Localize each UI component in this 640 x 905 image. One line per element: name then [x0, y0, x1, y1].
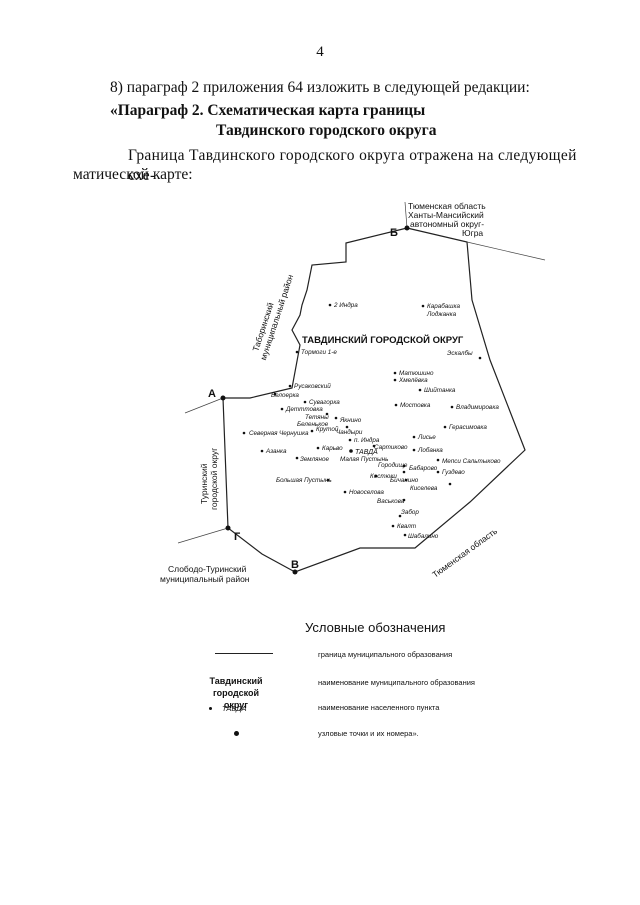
neighbor-line-north — [404, 201, 408, 229]
settlement-label: Лисье — [417, 434, 436, 441]
settlement-label: Мостовка — [400, 402, 431, 409]
neighbor-tyumen: Тюменская область — [430, 526, 499, 580]
neighbor-line-southwest — [177, 527, 229, 544]
settlement-label: Лоджанка — [426, 310, 457, 318]
section-heading-line2: Тавдинского городского округа — [216, 122, 437, 139]
district-name-label: ТАВДИНСКИЙ ГОРОДСКОЙ ОКРУГ — [302, 334, 464, 346]
legend-town-desc: наименование населенного пункта — [318, 703, 440, 712]
node-point-b — [404, 225, 410, 231]
neighbor-sloboda-line1: Слободо-Туринский — [168, 564, 247, 574]
settlement-label: Лобанка — [417, 446, 443, 454]
settlement-label: Новоселова — [349, 489, 384, 496]
neighbor-sloboda-line2: муниципальный район — [160, 574, 250, 584]
legend-settlement-dot — [209, 707, 212, 710]
settlement-label: Гуздево — [442, 468, 465, 476]
settlement-label: Азанка — [265, 448, 287, 455]
settlement-label: Матюшино — [399, 370, 434, 377]
corner-label-a: А — [208, 388, 216, 400]
settlement-label: Киселева — [410, 485, 438, 492]
settlement-label: п. Индра — [354, 436, 380, 444]
page-number: 4 — [316, 44, 324, 60]
settlement-label: Герасимовка — [449, 424, 487, 431]
settlement-label: Тормоги 1-е — [301, 349, 337, 356]
settlement-label: Владимировка — [456, 403, 499, 411]
settlement-label: Забор — [401, 508, 419, 516]
legend-name-desc: наименование муниципального образования — [318, 678, 475, 687]
corner-label-g: Г — [234, 531, 241, 543]
district-boundary — [222, 227, 526, 573]
settlement-label: Детттовка — [285, 406, 323, 413]
settlement-label: Шабалино — [408, 532, 439, 540]
settlement-label: Чандыри — [336, 428, 363, 436]
neighbor-turinsk-line2: городской округ — [209, 448, 219, 510]
settlement-label: Бичанино — [390, 477, 419, 484]
node-point-g — [225, 525, 231, 531]
settlement-label: 2 Индра — [333, 301, 358, 309]
settlement-label: Земляное — [300, 456, 329, 463]
legend-boundary-sample — [215, 653, 273, 654]
settlement-label: Крутой — [316, 425, 339, 433]
settlement-label: Чернушка — [279, 430, 309, 437]
settlement-label: Шийтанка — [424, 386, 456, 394]
corner-label-b: Б — [390, 227, 398, 239]
schematic-map: Б А Г В Тюменская область Ханты-Мансийск… — [160, 201, 546, 584]
settlement-label: Карьво — [322, 445, 343, 452]
legend-node-dot — [234, 731, 239, 736]
settlement-label: Мепси Сальтыково — [442, 458, 501, 465]
settlement-label: Городище — [378, 461, 408, 469]
settlement-label: Малая Пустынь — [340, 456, 388, 463]
neighbor-line-east — [466, 241, 546, 261]
settlement-label: Васькова — [377, 498, 405, 505]
neighbor-line-west — [184, 397, 224, 414]
settlement-label: Большая Пустынь — [276, 477, 332, 484]
amendment-item-8: 8) параграф 2 приложения 64 изложить в с… — [110, 79, 530, 96]
settlement-label: Русаковский — [294, 382, 331, 390]
settlement-label: Сувагорка — [309, 399, 340, 406]
legend-town-sample: ТАВДА — [222, 704, 247, 713]
node-point-v — [292, 569, 298, 575]
legend-node-desc: узловые точки и их номера». — [318, 729, 419, 738]
settlement-label: Тетяны — [305, 414, 329, 421]
section-heading-line1: «Параграф 2. Схематическая карта границы — [110, 102, 426, 119]
settlement-label: Хмелёвка — [398, 377, 428, 384]
settlement-label: Сартиково — [374, 444, 408, 451]
settlement-label-tavda: ТАВДА — [355, 449, 378, 456]
neighbor-khmao-line1: Тюменская область — [408, 201, 486, 211]
settlement-list: 2 Индра Карабашка Лоджанка Тормоги 1-е Э… — [242, 301, 501, 540]
settlement-label: Эскалбы — [447, 349, 473, 357]
settlement-label: Белоерка — [271, 392, 299, 399]
neighbor-khmao-line3: автономный округ- — [410, 219, 484, 229]
settlement-label: Беленькое — [297, 421, 329, 428]
node-point-a — [220, 395, 226, 401]
settlement-label: Костюки — [370, 473, 397, 480]
settlement-label: Северная — [249, 430, 278, 437]
body-text-line1: Граница Тавдинского городского округа от… — [128, 147, 577, 184]
settlement-label: Карабашка — [427, 302, 460, 310]
neighbor-turinsk-line1: Туринский — [199, 463, 209, 504]
settlement-label: Квалт — [397, 523, 416, 530]
corner-label-v: В — [291, 559, 299, 571]
legend-boundary-desc: граница муниципального образования — [318, 650, 453, 659]
legend-name-sample: Тавдинский городской округ — [209, 676, 263, 710]
settlement-label: Бабарово — [409, 464, 438, 472]
neighbor-khmao-line2: Ханты-Мансийский — [408, 210, 484, 220]
neighbor-khmao-line4: Югра — [462, 228, 483, 238]
body-text-line2: матической карте: — [73, 166, 193, 183]
legend-title: Условные обозначения — [305, 620, 446, 635]
settlement-label: Якнино — [339, 417, 362, 424]
